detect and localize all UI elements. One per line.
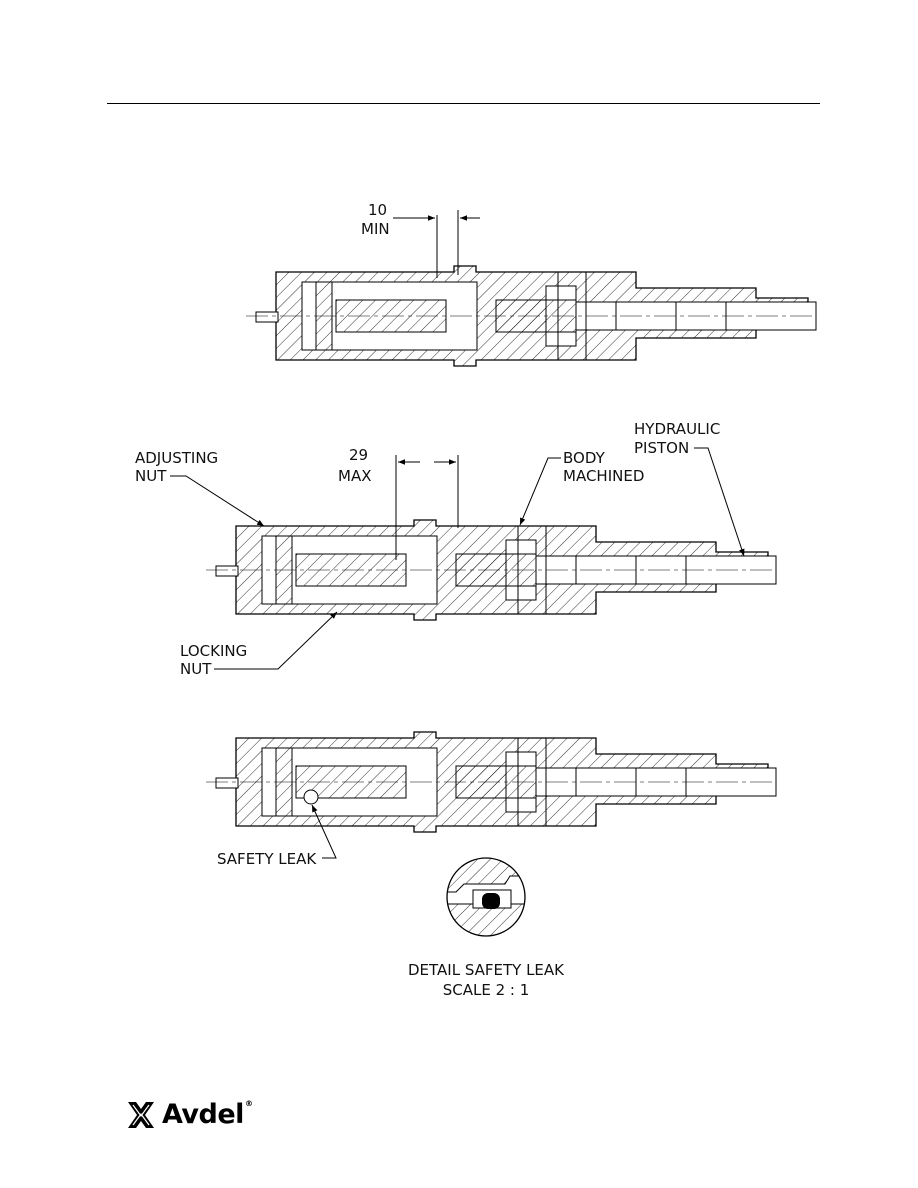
dim-29-suffix: MAX (338, 467, 371, 485)
dim-10-value: 10 (368, 201, 387, 219)
callout-body-line2: MACHINED (563, 467, 644, 485)
avdel-mark-icon (128, 1101, 154, 1128)
callout-adjusting-line2: NUT (135, 467, 167, 485)
brand-name: Avdel® (162, 1099, 253, 1130)
avdel-logo: Avdel® (126, 1099, 253, 1130)
detail-title: DETAIL SAFETY LEAK (408, 961, 565, 979)
callout-adjusting-line1: ADJUSTING (135, 449, 218, 467)
view-3-safety-leak: SAFETY LEAK (205, 731, 777, 868)
callout-hydraulic-line2: PISTON (634, 439, 689, 457)
dim-29-value: 29 (349, 446, 368, 464)
view-2-max-position: 29 MAX ADJUSTING NUT BODY MACHINED HYDRA… (135, 420, 777, 678)
callout-locking-line2: NUT (180, 660, 212, 678)
view-1-min-position: 10 MIN (245, 201, 817, 367)
dim-10-suffix: MIN (361, 220, 390, 238)
detail-scale: SCALE 2 : 1 (443, 981, 530, 999)
detail-safety-leak: DETAIL SAFETY LEAK SCALE 2 : 1 (408, 857, 565, 999)
header-rule (107, 103, 820, 104)
callout-locking-line1: LOCKING (180, 642, 247, 660)
callout-hydraulic-line1: HYDRAULIC (634, 420, 720, 438)
callout-safety-leak: SAFETY LEAK (217, 850, 317, 868)
callout-body-line1: BODY (563, 449, 606, 467)
